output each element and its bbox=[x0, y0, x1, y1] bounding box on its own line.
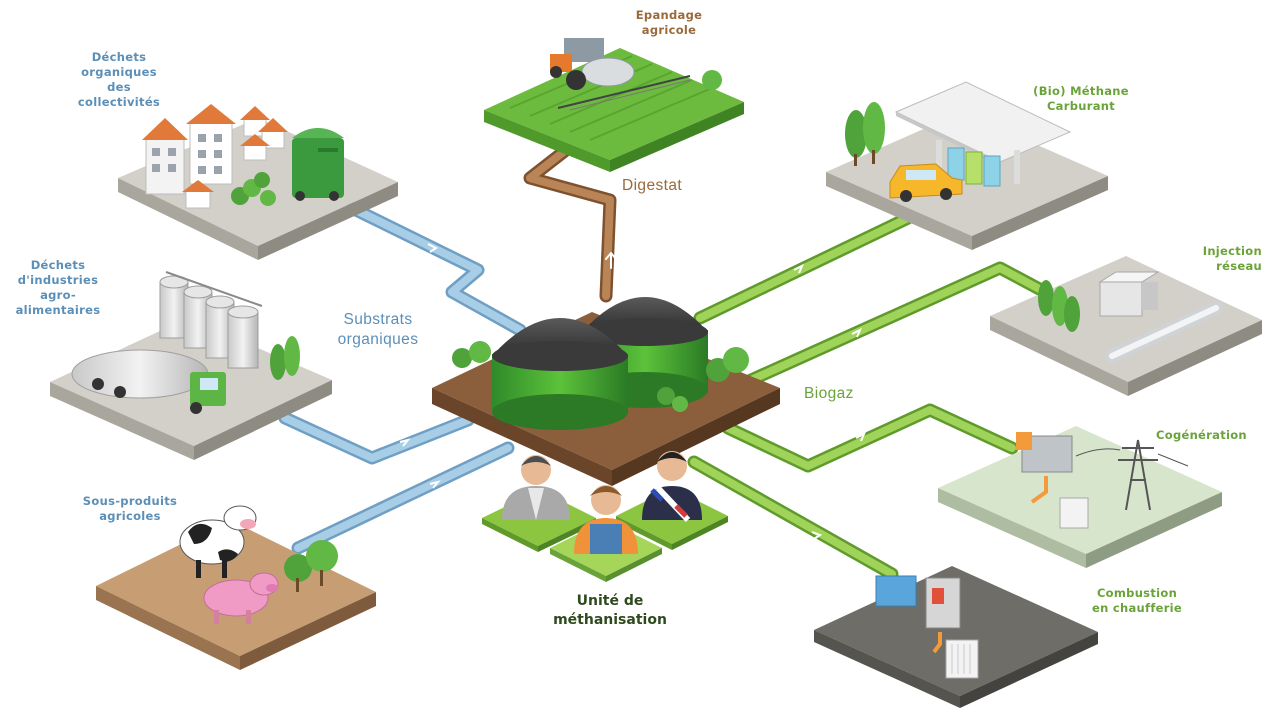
label-line: (Bio) Méthane bbox=[1033, 84, 1129, 98]
label-line: Déchets bbox=[30, 258, 86, 272]
label-line: Carburant bbox=[1046, 99, 1116, 113]
label-line: agricoles bbox=[99, 509, 161, 523]
label-line: réseau bbox=[1216, 259, 1262, 273]
platform-collectivites bbox=[118, 104, 398, 260]
label-line: Substrats bbox=[343, 311, 413, 328]
label-combustion: Combustion en chaufferie bbox=[1076, 586, 1198, 616]
stakeholders bbox=[482, 451, 728, 582]
label-injection: Injection réseau bbox=[1184, 244, 1262, 274]
label-line: collectivités bbox=[77, 95, 161, 109]
label-line: Sous-produits bbox=[82, 494, 178, 508]
label-line: organiques bbox=[81, 65, 157, 79]
label-line: organiques bbox=[337, 331, 419, 348]
label-line: d'industries bbox=[17, 273, 99, 287]
flow-label-digestat: Digestat bbox=[622, 177, 683, 194]
biogaz-pipes bbox=[687, 211, 1052, 581]
substrat-pipes bbox=[278, 201, 527, 555]
label-line: en chaufferie bbox=[1091, 601, 1183, 615]
platform-industries bbox=[50, 271, 332, 460]
label-epandage: Epandage agricole bbox=[614, 8, 724, 38]
label-methane: (Bio) Méthane Carburant bbox=[1022, 84, 1140, 114]
biogaz-arrows bbox=[793, 263, 866, 540]
label-line: Déchets bbox=[91, 50, 147, 64]
platform-methane bbox=[826, 81, 1108, 250]
platform-epandage bbox=[484, 38, 744, 172]
label-line: Combustion bbox=[1096, 586, 1178, 600]
label-line: Epandage bbox=[635, 8, 703, 22]
label-line: Unité de bbox=[576, 593, 644, 609]
label-line: agricole bbox=[641, 23, 697, 37]
label-line: méthanisation bbox=[553, 612, 667, 628]
platform-cogeneration bbox=[938, 426, 1222, 568]
platform-injection bbox=[990, 256, 1262, 396]
label-line: agro- bbox=[40, 288, 76, 302]
label-dechets-industries: Déchets d'industries agro- alimentaires bbox=[8, 258, 108, 318]
label-cogeneration: Cogénération bbox=[1156, 428, 1262, 443]
label-line: alimentaires bbox=[15, 303, 101, 317]
digestat-pipe bbox=[523, 143, 617, 303]
label-sous-produits: Sous-produits agricoles bbox=[76, 494, 184, 524]
flow-label-substrats: Substrats organiques bbox=[318, 310, 438, 350]
flow-label-biogaz: Biogaz bbox=[804, 385, 854, 402]
label-line: Injection bbox=[1202, 244, 1262, 258]
substrat-arrows bbox=[399, 243, 441, 489]
unite-methanisation-title: Unité de méthanisation bbox=[520, 592, 700, 630]
platform-combustion bbox=[814, 566, 1098, 708]
platform-methaniseur bbox=[432, 297, 780, 486]
platform-agricoles bbox=[96, 505, 376, 670]
label-line: des bbox=[107, 80, 131, 94]
label-line: Cogénération bbox=[1156, 428, 1247, 442]
label-dechets-collectivites: Déchets organiques des collectivités bbox=[64, 50, 174, 110]
